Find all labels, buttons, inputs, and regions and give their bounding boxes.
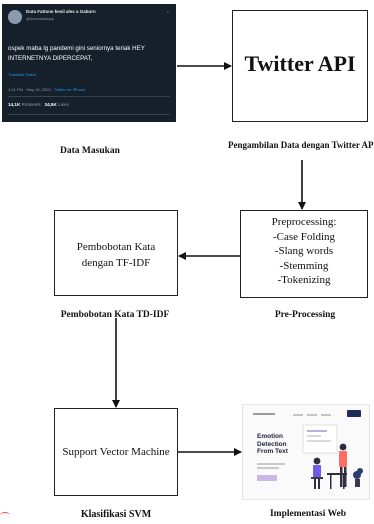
tweet-author-handle: @funnstudsquy [26, 16, 54, 21]
web-hero-subtext [257, 463, 285, 465]
like-label: Likes [58, 102, 69, 107]
web-app-mockup: Emotion Detection From Text [242, 404, 370, 500]
tweet-text: ospek maba lg pandemi gini seniornya ter… [8, 45, 145, 62]
web-nav-button [347, 410, 361, 417]
tweet-author-name: Duta Fattone kesil ales a Gaburn [26, 9, 96, 14]
tweet-time: 4:21 PM · May 15, 2020 · [8, 87, 55, 92]
tfidf-box: Pembobotan Kata dengan TF-IDF [54, 210, 178, 296]
label-pengambilan-data: Pengambilan Data dengan Twitter API [228, 140, 374, 150]
web-nav-item [321, 414, 331, 416]
label-implementasi-web: Implementasi Web [269, 509, 347, 519]
web-hero-title: Emotion Detection From Text [257, 433, 288, 455]
label-klasifikasi-svm: Klasifikasi SVM [80, 509, 152, 520]
translate-link: Translate Tweet [8, 72, 37, 77]
web-hero-subtext [257, 467, 279, 469]
web-brand-logo [253, 413, 275, 415]
tweet-stats: 14,1K Retweets 34,5K Likes [8, 102, 69, 107]
label-pembobotan-kata: Pembobotan Kata TD-IDF [60, 310, 170, 320]
corner-mark [0, 512, 10, 519]
divider [8, 96, 170, 97]
label-data-masukan: Data Masukan [60, 146, 120, 156]
tfidf-title: Pembobotan Kata dengan TF-IDF [76, 241, 156, 269]
divider [8, 114, 170, 115]
web-illustration [302, 424, 363, 489]
tweet-screenshot: Duta Fattone kesil ales a Gaburn @funnst… [2, 4, 176, 122]
retweet-count: 14,1K [8, 102, 21, 107]
web-nav-item [307, 414, 317, 416]
preprocessing-box: Preprocessing: -Case Folding -Slang word… [240, 210, 368, 298]
web-nav-item [293, 414, 303, 416]
label-pre-processing: Pre-Processing [274, 310, 336, 320]
svm-title: Support Vector Machine [62, 446, 170, 458]
tweet-meta: 4:21 PM · May 15, 2020 · Twitter for iPh… [8, 87, 85, 92]
preprocessing-steps: Preprocessing: -Case Folding -Slang word… [271, 216, 337, 286]
web-cta-button [257, 475, 277, 481]
tweet-source: Twitter for iPhone [54, 87, 86, 92]
avatar [8, 10, 22, 24]
like-count: 34,5K [44, 102, 57, 107]
retweet-label: Retweets [21, 102, 41, 107]
chevron-down-icon: ⌄ [165, 9, 170, 15]
twitter-api-title: Twitter API [244, 51, 356, 76]
svm-box: Support Vector Machine [54, 408, 178, 496]
twitter-api-box: Twitter API [232, 10, 368, 122]
